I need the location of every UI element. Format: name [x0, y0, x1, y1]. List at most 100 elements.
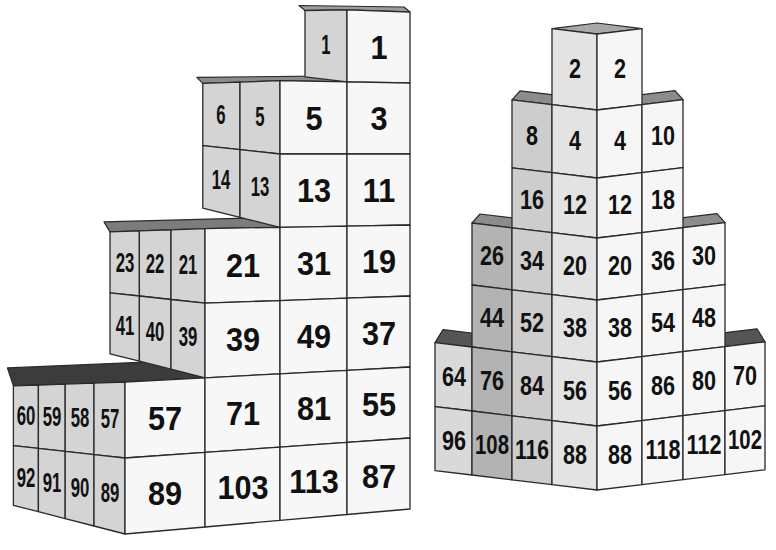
cube-face [472, 411, 512, 480]
cube-face [472, 223, 512, 290]
cube-face [597, 295, 642, 362]
face-number: 108 [475, 432, 509, 459]
face-number: 20 [607, 253, 631, 280]
cube-side-face [94, 455, 125, 534]
cube-side-face [305, 10, 347, 82]
cube-front-face [347, 296, 410, 370]
face-number: 118 [645, 437, 680, 464]
face-number: 13 [251, 174, 270, 201]
face-number: 116 [515, 437, 549, 464]
cube-side-face [171, 229, 205, 304]
cube-front-face [347, 154, 410, 226]
cube-face [683, 411, 725, 480]
face-number: 113 [289, 464, 338, 498]
cube-side-face [203, 146, 240, 218]
cube-face [472, 285, 512, 352]
face-number: 92 [17, 464, 36, 491]
face-number: 103 [217, 470, 268, 504]
cube-face [435, 407, 472, 475]
face-number: 86 [650, 373, 674, 400]
face-number: 4 [613, 128, 625, 155]
cube-side-face [65, 383, 94, 455]
cube-front-face [280, 442, 347, 520]
cube-front-face [280, 370, 347, 447]
cube-front-face [280, 81, 347, 154]
cube-face [512, 100, 552, 173]
cube-face [597, 421, 642, 490]
face-number: 39 [179, 324, 198, 351]
face-number: 13 [296, 173, 330, 207]
face-number: 30 [692, 243, 716, 270]
face-number: 18 [650, 187, 674, 214]
cube-face [683, 223, 725, 290]
face-number: 5 [305, 101, 322, 135]
face-number: 11 [362, 173, 394, 207]
cube-face [597, 233, 642, 300]
cube-face [683, 347, 725, 416]
face-number: 59 [42, 404, 61, 431]
cube-face [512, 228, 552, 295]
face-number: 54 [650, 310, 674, 337]
cube-side-face [240, 150, 280, 228]
cube-front-face [125, 378, 205, 458]
cube-face [642, 290, 683, 357]
cube-front-face [347, 438, 410, 515]
face-number: 80 [692, 368, 716, 395]
cube-face [552, 357, 597, 426]
face-number: 70 [733, 363, 757, 390]
cube-front-face [205, 301, 280, 378]
face-number: 5 [255, 103, 264, 130]
cube-side-face [94, 382, 125, 458]
face-number: 41 [115, 313, 134, 340]
face-number: 84 [520, 373, 544, 400]
face-number: 38 [607, 315, 631, 342]
cube-face [512, 352, 552, 421]
face-number: 19 [361, 244, 395, 278]
face-number: 64 [441, 363, 465, 390]
face-number: 2 [568, 56, 580, 83]
cube-face [597, 173, 642, 238]
face-number: 23 [115, 249, 134, 276]
face-number: 20 [562, 253, 586, 280]
face-number: 21 [179, 252, 198, 279]
cube-face [683, 285, 725, 352]
cube-face [725, 342, 765, 411]
face-number: 10 [650, 123, 674, 150]
face-number: 57 [100, 406, 119, 433]
face-number: 22 [146, 251, 165, 278]
cube-side-face [38, 384, 65, 451]
face-number: 56 [562, 378, 586, 405]
cube-side-face [139, 296, 171, 369]
cube-face [642, 352, 683, 421]
cube-face [642, 100, 683, 173]
face-number: 58 [70, 405, 89, 432]
face-number: 31 [296, 246, 330, 280]
cube-side-face [13, 385, 38, 448]
face-number: 89 [100, 480, 119, 507]
cube-face [552, 29, 597, 110]
cube-face [552, 105, 597, 178]
cube-face [597, 357, 642, 426]
face-number: 89 [148, 476, 182, 510]
face-number: 96 [441, 427, 465, 454]
cube-face [512, 168, 552, 233]
face-number: 26 [480, 243, 504, 270]
cube-face [512, 416, 552, 485]
cube-front-face [205, 447, 280, 527]
cube-face [725, 406, 765, 475]
cube-side-face [203, 82, 240, 150]
face-number: 57 [148, 401, 182, 435]
cube-front-face [280, 298, 347, 374]
cube-front-face [280, 154, 347, 227]
cube-face [435, 343, 472, 411]
face-number: 112 [687, 432, 722, 459]
cube-face [642, 416, 683, 485]
face-number: 52 [520, 310, 544, 337]
face-number: 60 [17, 403, 36, 430]
face-number: 87 [361, 459, 395, 493]
cube-face [642, 168, 683, 233]
face-number: 3 [370, 101, 387, 135]
face-number: 91 [42, 469, 61, 496]
